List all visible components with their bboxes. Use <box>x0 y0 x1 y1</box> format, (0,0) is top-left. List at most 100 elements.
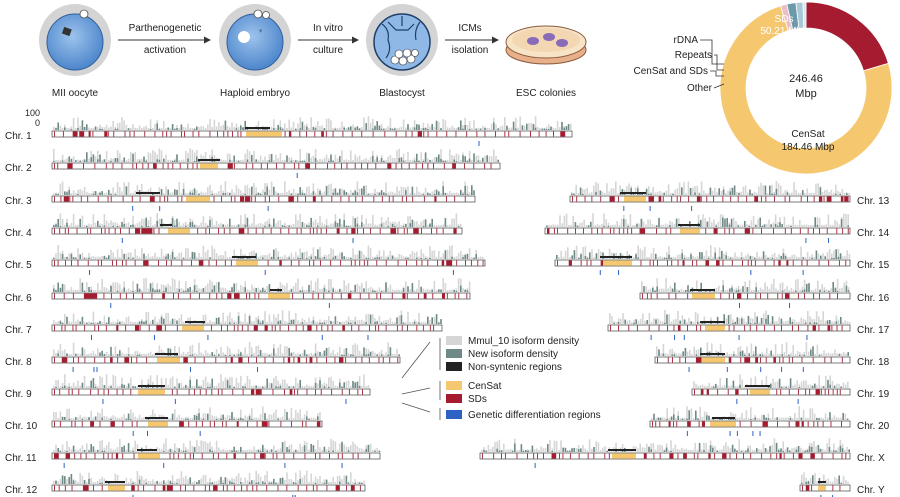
density-bar-mmul10 <box>72 382 75 388</box>
density-bar-mmul10 <box>629 214 632 227</box>
sd-region <box>396 325 398 331</box>
density-bar-mmul10 <box>134 127 136 130</box>
sd-region <box>90 228 92 234</box>
density-bar-mmul10 <box>220 158 222 162</box>
density-bar-mmul10 <box>127 222 130 227</box>
density-bar-mmul10 <box>198 288 200 292</box>
density-bar-new <box>394 225 396 227</box>
density-bar-new <box>464 185 466 195</box>
density-bar-new <box>233 386 235 388</box>
density-bar-new <box>242 418 244 420</box>
sd-region <box>162 485 166 491</box>
density-bar-new <box>211 450 213 452</box>
density-bar-new <box>167 189 169 195</box>
density-bar-mmul10 <box>171 376 174 388</box>
density-bar-new <box>354 284 356 292</box>
density-bar-mmul10 <box>167 417 169 420</box>
sd-region <box>836 325 838 331</box>
genetic-differentiation-region <box>738 335 740 340</box>
embryo-icon: ♀ <box>219 4 291 76</box>
sd-region <box>196 163 198 169</box>
density-bar-mmul10 <box>112 282 114 292</box>
density-bar-mmul10 <box>435 256 438 259</box>
density-bar-mmul10 <box>57 481 59 484</box>
sd-region <box>773 228 774 234</box>
density-bar-mmul10 <box>420 152 422 162</box>
density-bar-mmul10 <box>174 127 176 130</box>
sd-region <box>380 293 381 299</box>
density-bar-mmul10 <box>741 379 743 388</box>
sd-region <box>136 421 138 427</box>
density-bar-mmul10 <box>297 412 299 420</box>
density-bar-new <box>101 128 103 130</box>
density-bar-mmul10 <box>453 155 455 162</box>
density-bar-mmul10 <box>277 220 279 227</box>
sd-region <box>746 389 748 395</box>
sd-region <box>844 196 849 202</box>
density-bar-new <box>268 482 271 484</box>
density-bar-mmul10 <box>420 193 422 195</box>
density-bar-mmul10 <box>347 256 350 259</box>
density-bar-mmul10 <box>325 255 328 259</box>
density-bar-mmul10 <box>753 191 756 195</box>
density-bar-mmul10 <box>226 192 229 195</box>
sd-region <box>262 228 264 234</box>
sd-region <box>842 228 844 234</box>
density-bar-mmul10 <box>332 477 334 484</box>
density-bar-mmul10 <box>380 321 383 324</box>
density-bar-new <box>158 159 161 162</box>
density-bar-mmul10 <box>187 352 189 356</box>
density-bar-new <box>138 479 141 484</box>
density-bar-mmul10 <box>220 255 222 259</box>
density-bar-mmul10 <box>803 279 806 292</box>
density-bar-new <box>679 320 681 324</box>
density-bar-mmul10 <box>284 320 286 324</box>
density-bar-new <box>429 223 431 227</box>
density-bar-new <box>266 186 268 195</box>
density-bar-mmul10 <box>209 184 211 195</box>
density-bar-mmul10 <box>671 348 673 356</box>
density-bar-mmul10 <box>740 191 742 195</box>
density-bar-mmul10 <box>756 417 759 420</box>
density-bar-new <box>68 418 70 420</box>
density-bar-new <box>662 353 665 356</box>
density-bar-mmul10 <box>266 353 268 356</box>
density-bar-mmul10 <box>68 408 70 420</box>
sd-region <box>466 293 468 299</box>
density-bar-new <box>637 188 639 195</box>
density-bar-mmul10 <box>690 408 693 420</box>
sd-region <box>134 325 140 331</box>
sd-region <box>418 293 420 299</box>
density-bar-mmul10 <box>367 288 370 292</box>
density-bar-new <box>308 153 310 162</box>
density-bar-mmul10 <box>127 316 130 324</box>
density-bar-mmul10 <box>308 481 310 484</box>
sd-region <box>713 196 715 202</box>
sd-region <box>700 196 702 202</box>
density-bar-mmul10 <box>79 385 81 388</box>
density-bar-new <box>268 354 271 356</box>
density-bar-new <box>55 193 57 195</box>
density-bar-mmul10 <box>275 353 277 356</box>
density-bar-new <box>110 193 112 195</box>
density-bar-mmul10 <box>593 185 595 195</box>
density-bar-new <box>182 450 185 452</box>
density-bar-mmul10 <box>783 216 786 227</box>
density-bar-new <box>325 347 328 356</box>
density-bar-mmul10 <box>369 223 372 227</box>
density-bar-new <box>714 252 716 259</box>
density-bar-mmul10 <box>586 187 588 195</box>
density-bar-mmul10 <box>773 191 775 195</box>
density-bar-new <box>729 257 732 259</box>
density-bar-new <box>88 287 90 292</box>
density-bar-mmul10 <box>68 289 70 292</box>
density-bar-mmul10 <box>674 256 677 259</box>
density-bar-mmul10 <box>187 449 189 452</box>
sd-region <box>764 325 766 331</box>
density-bar-new <box>81 382 84 388</box>
sd-region <box>97 196 99 202</box>
density-bar-mmul10 <box>286 256 288 259</box>
density-bar-mmul10 <box>328 118 330 130</box>
sd-region <box>582 228 584 234</box>
density-bar-new <box>59 225 62 227</box>
